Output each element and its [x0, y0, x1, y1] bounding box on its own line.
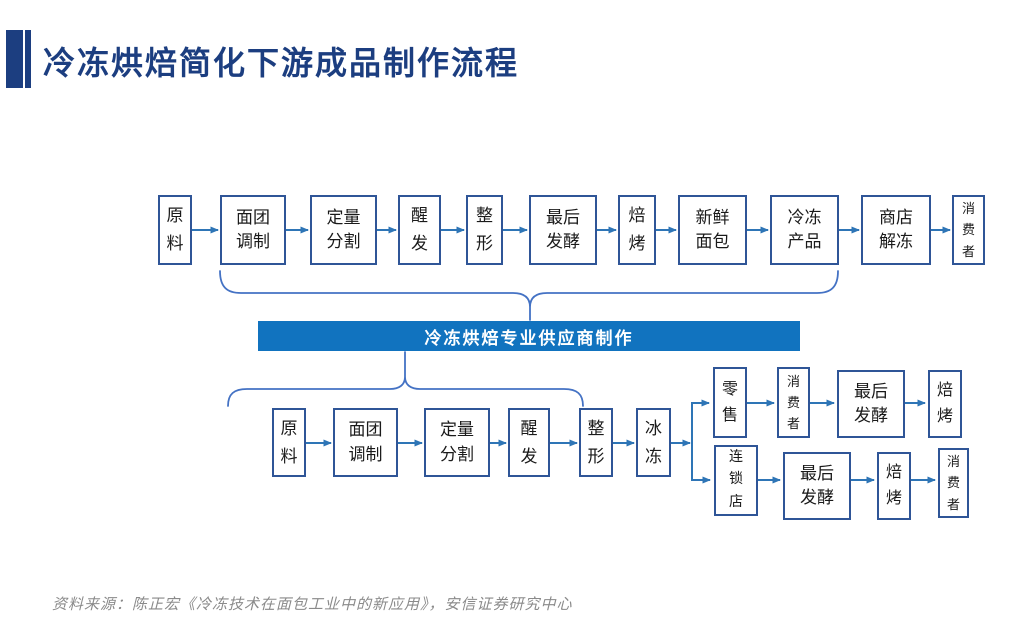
flow-step-box: 焙烤 — [877, 452, 911, 520]
flow-step-label: 冷冻产品 — [787, 207, 822, 251]
flow-step-label: 焙烤 — [885, 464, 902, 507]
flow-step-box: 面团调制 — [333, 408, 398, 477]
flow-step-box: 焙烤 — [928, 370, 962, 438]
flow-step-box: 整形 — [466, 195, 503, 265]
flow-step-box: 整形 — [579, 408, 613, 477]
flow-step-label: 原料 — [280, 418, 298, 466]
flow-step-label: 冰冻 — [644, 418, 662, 466]
flow-step-box: 商店解冻 — [861, 195, 931, 265]
supplier-banner: 冷冻烘焙专业供应商制作 — [258, 321, 800, 351]
flow-step-box: 原料 — [158, 195, 192, 265]
flow-step-label: 整形 — [475, 206, 493, 253]
flow-step-box: 定量分割 — [310, 195, 377, 265]
flow-step-label: 最后发酵 — [545, 207, 580, 251]
flow-step-box: 消费者 — [952, 195, 985, 265]
flow-step-box: 醒发 — [508, 408, 550, 477]
bottom-brace — [227, 351, 584, 407]
flow-step-box: 连锁店 — [714, 445, 758, 516]
flow-step-box: 定量分割 — [424, 408, 490, 477]
flow-step-label: 消费者 — [786, 373, 800, 432]
flow-step-box: 零售 — [713, 367, 747, 438]
flow-step-box: 冰冻 — [636, 408, 671, 477]
source-note: 资料来源：陈正宏《冷冻技术在面包工业中的新应用》，安信证券研究中心 — [52, 597, 573, 613]
flow-step-label: 定量分割 — [326, 207, 361, 251]
top-brace — [219, 270, 839, 321]
flow-step-label: 定量分割 — [439, 420, 474, 464]
flow-step-box: 最后发酵 — [783, 452, 851, 520]
flow-step-box: 原料 — [272, 408, 306, 477]
flow-step-box: 焙烤 — [618, 195, 656, 265]
flow-step-label: 整形 — [587, 418, 605, 466]
flow-step-label: 消费者 — [946, 454, 960, 512]
flow-step-label: 商店解冻 — [878, 207, 913, 251]
flow-step-label: 连锁店 — [729, 449, 743, 510]
flow-step-label: 最后发酵 — [853, 381, 888, 425]
flow-step-label: 原料 — [166, 206, 184, 253]
branch-split — [671, 399, 711, 484]
flow-step-box: 最后发酵 — [529, 195, 597, 265]
flow-step-box: 醒发 — [398, 195, 441, 265]
flow-step-box: 最后发酵 — [837, 370, 905, 438]
flow-step-label: 面团调制 — [235, 207, 270, 251]
flow-step-label: 最后发酵 — [799, 463, 834, 507]
page-title: 冷冻烘焙简化下游成品制作流程 — [43, 45, 520, 81]
flow-step-label: 消费者 — [961, 201, 975, 259]
flow-step-label: 新鲜面包 — [695, 207, 730, 251]
flow-step-box: 消费者 — [777, 367, 810, 438]
flow-step-box: 面团调制 — [220, 195, 286, 265]
flow-step-label: 焙烤 — [936, 382, 953, 425]
flow-step-label: 醒发 — [410, 206, 428, 253]
flow-step-label: 面团调制 — [348, 420, 383, 464]
flow-step-box: 新鲜面包 — [678, 195, 747, 265]
flow-step-box: 消费者 — [938, 448, 969, 518]
title-accent-square — [6, 30, 31, 88]
flow-step-label: 零售 — [721, 380, 738, 424]
flow-step-box: 冷冻产品 — [770, 195, 839, 265]
flow-step-label: 醒发 — [520, 418, 538, 466]
flow-step-label: 焙烤 — [628, 206, 646, 253]
supplier-banner-label: 冷冻烘焙专业供应商制作 — [424, 328, 634, 348]
